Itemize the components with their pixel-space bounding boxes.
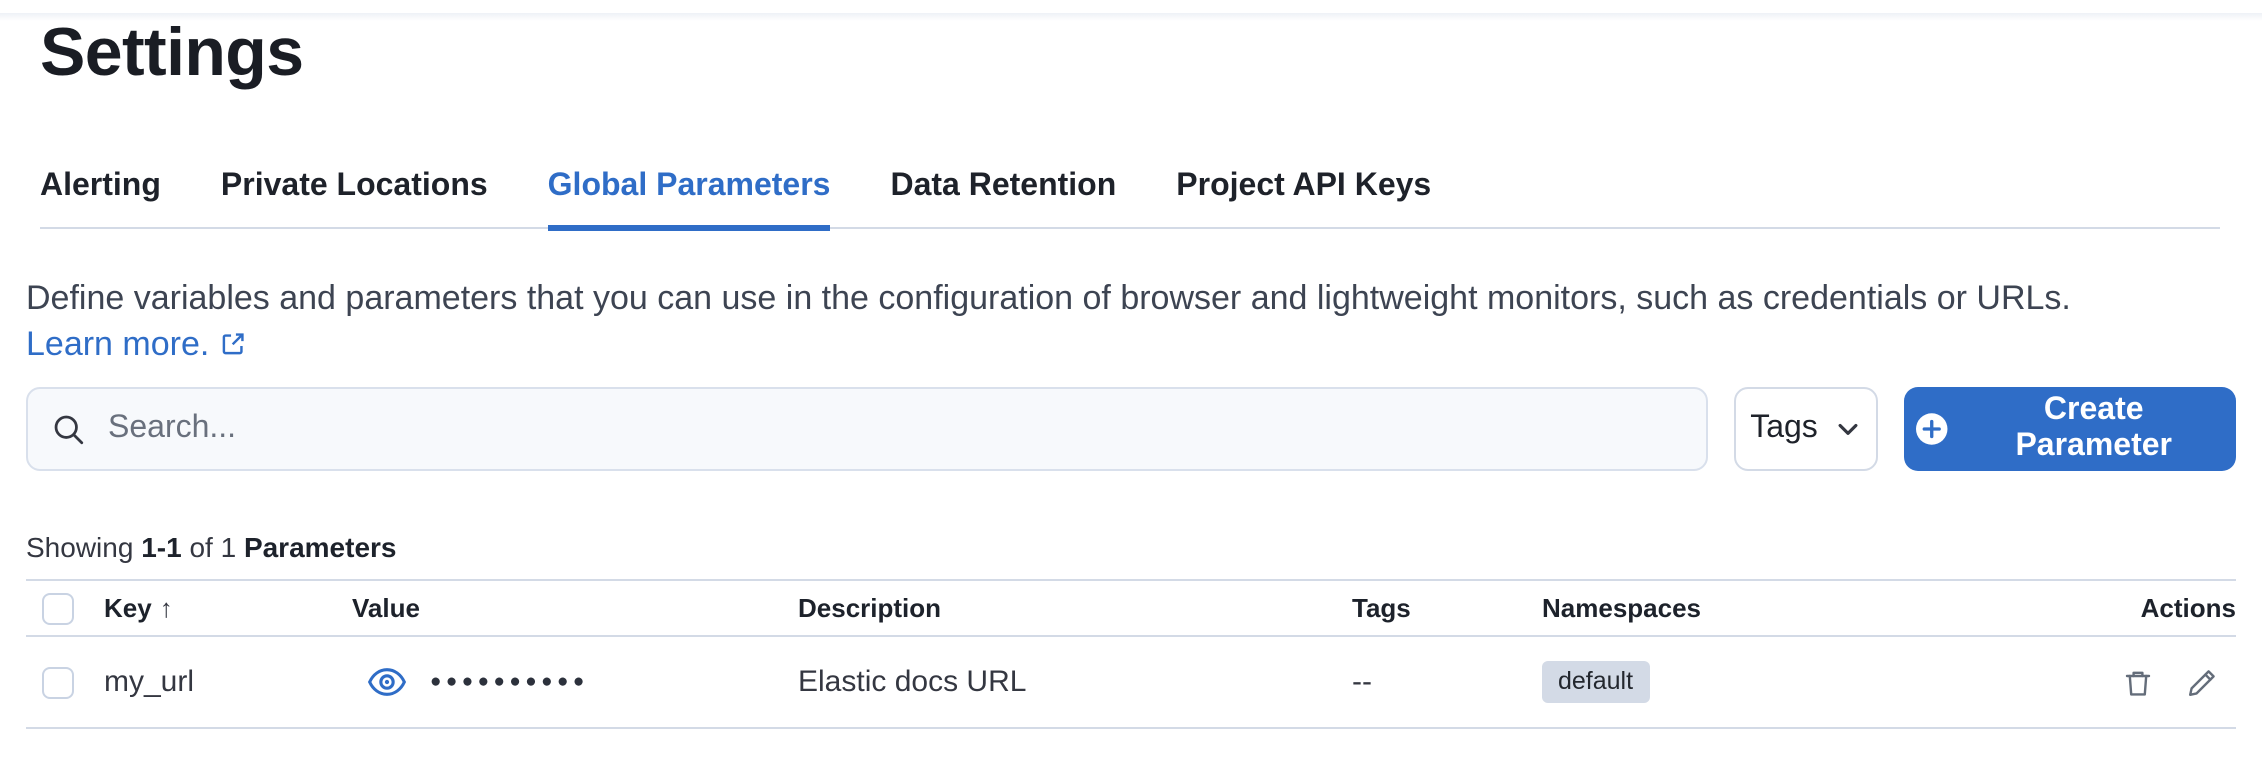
learn-more-link[interactable]: Learn more. (26, 325, 245, 363)
top-edge-shadow (0, 13, 2262, 21)
cell-actions (2002, 666, 2236, 698)
toolbar: Tags Create Parameter (26, 387, 2236, 471)
search-icon (54, 414, 84, 444)
tab-data-retention[interactable]: Data Retention (890, 169, 1117, 203)
sort-ascending-icon: ↑ (159, 593, 173, 623)
cell-description: Elastic docs URL (798, 665, 1027, 699)
results-summary: Showing 1-1 of 1 Parameters (26, 529, 2236, 565)
row-checkbox[interactable] (42, 666, 74, 698)
tab-global-parameters[interactable]: Global Parameters (547, 167, 831, 231)
column-header-namespaces[interactable]: Namespaces (1542, 593, 1701, 623)
learn-more-label: Learn more. (26, 325, 210, 363)
description-text: Define variables and parameters that you… (26, 275, 2226, 367)
page-title: Settings (40, 15, 304, 91)
eye-icon[interactable] (368, 667, 406, 697)
tags-filter-label: Tags (1750, 411, 1818, 445)
settings-tabs: Alerting Private Locations Global Parame… (40, 167, 2220, 231)
column-header-actions: Actions (2140, 593, 2236, 623)
column-header-value[interactable]: Value (352, 593, 420, 623)
tab-private-locations[interactable]: Private Locations (220, 169, 488, 203)
masked-value: ●●●●●●●●●● (430, 671, 589, 693)
table-row: my_url ●●●●●●●●●● Elastic docs URL -- de… (26, 637, 2236, 729)
page-header: Settings Alerting Private Locations Glob… (0, 13, 2262, 231)
namespace-badge: default (1542, 661, 1650, 703)
tab-alerting[interactable]: Alerting (40, 169, 161, 203)
external-link-icon (222, 333, 243, 355)
cell-namespaces: default (1542, 661, 2002, 703)
summary-middle: of 1 (189, 531, 237, 563)
column-header-description[interactable]: Description (798, 593, 942, 623)
summary-range: 1-1 (141, 531, 182, 563)
tab-project-api-keys[interactable]: Project API Keys (1176, 169, 1432, 203)
column-header-key[interactable]: Key↑ (104, 593, 173, 623)
search-input[interactable] (104, 409, 1682, 449)
cell-key: my_url (104, 665, 195, 699)
column-header-tags[interactable]: Tags (1352, 593, 1411, 623)
tags-filter-button[interactable]: Tags (1734, 387, 1878, 471)
plus-in-circle-icon (1916, 413, 1948, 445)
parameters-table: Key↑ Value Description Tags Namespaces A… (26, 579, 2236, 729)
table-header-row: Key↑ Value Description Tags Namespaces A… (26, 581, 2236, 637)
search-box[interactable] (26, 387, 1708, 471)
cell-value: ●●●●●●●●●● (352, 667, 798, 697)
settings-page: Settings Alerting Private Locations Glob… (0, 13, 2262, 767)
create-parameter-label: Create Parameter (2015, 393, 2172, 463)
tab-content: Define variables and parameters that you… (0, 275, 2262, 729)
pencil-icon[interactable] (2186, 666, 2218, 698)
description-body: Define variables and parameters that you… (26, 279, 2071, 317)
chevron-down-icon (1838, 423, 1858, 435)
cell-tags: -- (1352, 665, 1372, 699)
create-parameter-button[interactable]: Create Parameter (1904, 387, 2236, 471)
select-all-checkbox[interactable] (42, 592, 74, 624)
summary-prefix: Showing (26, 531, 134, 563)
trash-icon[interactable] (2122, 666, 2154, 698)
summary-entity: Parameters (243, 531, 397, 563)
